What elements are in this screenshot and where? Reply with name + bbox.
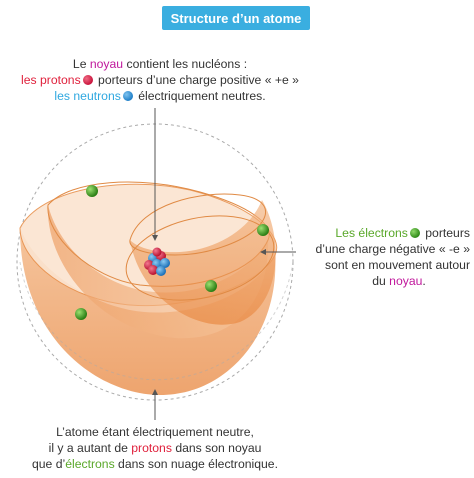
bottom-description: L’atome étant électriquement neutre, il … <box>0 424 310 472</box>
orbit-bowl-1 <box>20 228 276 395</box>
electrons-highlight: Les électrons <box>335 226 408 240</box>
electron-2 <box>257 224 269 236</box>
orbit-ring-inner <box>125 215 275 301</box>
nucleus-line-3: les neutrons électriquement neutres. <box>54 89 266 103</box>
nucleus-line-2: les protons porteurs d’une charge positi… <box>21 73 299 87</box>
protons-highlight-2: protons <box>131 441 172 455</box>
noyau-highlight-2: noyau <box>389 274 423 288</box>
neutron-icon <box>122 91 133 101</box>
electron-line-4: du noyau. <box>372 274 426 288</box>
title-badge: Structure d’un atome <box>162 6 310 30</box>
nucleus-line-1: Le noyau contient les nucléons : <box>72 57 248 71</box>
bottom-line-1: L’atome étant électriquement neutre, <box>56 425 254 439</box>
electron-line-3: sont en mouvement autour <box>325 258 470 272</box>
electron-4 <box>75 308 87 320</box>
orbit-bowl-3 <box>130 200 276 325</box>
proton-icon <box>82 75 93 85</box>
title-text: Structure d’un atome <box>170 10 302 26</box>
neutrons-highlight: les neutrons <box>54 89 121 103</box>
protons-highlight: les protons <box>21 73 81 87</box>
electron-1 <box>86 185 98 197</box>
nucleus <box>144 247 170 276</box>
electron-line-1: Les électrons porteurs <box>335 226 470 240</box>
nucleus-description: Le noyau contient les nucléons : les pro… <box>0 56 320 104</box>
bottom-line-2: il y a autant de protons dans son noyau <box>48 441 262 455</box>
electron-description: Les électrons porteurs d’une charge néga… <box>298 225 471 289</box>
electron-icon <box>409 228 420 238</box>
electrons-highlight-2: électrons <box>65 457 115 471</box>
noyau-highlight: noyau <box>89 57 124 71</box>
bottom-line-3: que d’électrons dans son nuage électroni… <box>32 457 278 471</box>
electron-line-2: d’une charge négative « -e » <box>315 242 471 256</box>
electron-3 <box>205 280 217 292</box>
